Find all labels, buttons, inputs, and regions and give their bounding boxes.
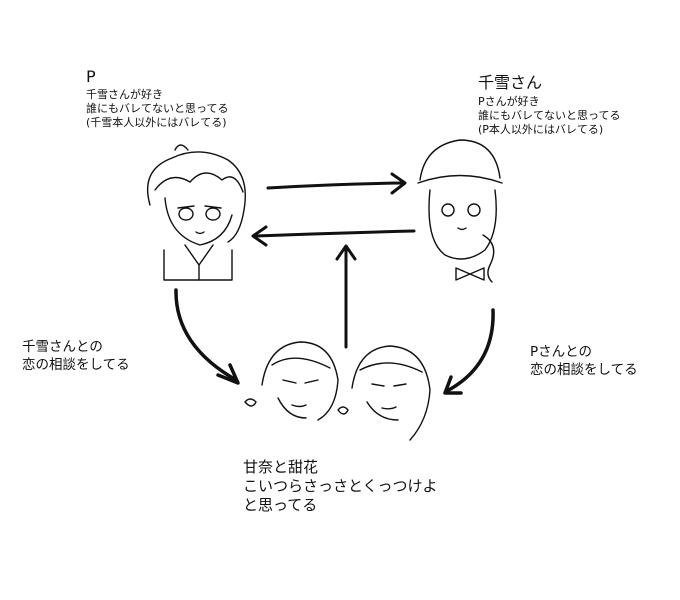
left-edge-line-1: 千雪さんとの (22, 339, 103, 355)
arrow-chiyuki-to-p (251, 225, 416, 247)
chiyuki-character-illustration (417, 139, 503, 283)
chiyuki-line-2: 誰にもバレてないと思ってる (478, 109, 621, 122)
p-character-illustration (146, 144, 246, 281)
arrow-p-to-twins (174, 288, 240, 385)
p-line-2: 誰にもバレてないと思ってる (86, 102, 229, 115)
twins-character-illustration (244, 341, 431, 441)
arrow-p-to-chiyuki (266, 172, 407, 195)
left-edge-line-2: 恋の相談をしてる (22, 357, 130, 373)
right-edge-line-2: 恋の相談をしてる (530, 362, 638, 378)
twins-name: 甘奈と甜花 (243, 458, 319, 476)
p-line-1: 千雪さんが好き (86, 88, 163, 101)
chiyuki-line-3: (P本人以外にはバレてる) (478, 123, 604, 136)
twins-line-1: こいつらさっさとくっつけよ (243, 477, 438, 495)
arrow-chiyuki-to-twins (443, 308, 495, 395)
right-edge-line-1: Pさんとの (530, 344, 593, 360)
p-line-3: (千雪本人以外にはバレてる) (86, 116, 227, 129)
p-name: P (86, 67, 96, 86)
chiyuki-line-1: Pさんが好き (478, 95, 540, 108)
arrow-twins-up (335, 244, 357, 349)
twins-line-2: と思ってる (243, 496, 318, 514)
chiyuki-name: 千雪さん (478, 73, 543, 92)
